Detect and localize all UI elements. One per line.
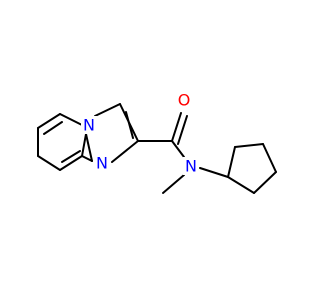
bond	[37, 113, 61, 129]
atom-labels: N N O N	[81, 91, 199, 176]
bond	[227, 176, 255, 194]
bond	[61, 150, 81, 163]
amide-nitrogen-label: N	[185, 157, 197, 176]
bond	[171, 112, 182, 142]
label-background	[81, 116, 97, 134]
bond	[59, 113, 83, 126]
bond	[85, 133, 93, 162]
bond-lines	[37, 103, 277, 194]
bond	[262, 143, 277, 173]
label-background	[176, 91, 192, 109]
molecule-structure: N N O N	[37, 91, 277, 194]
bond	[43, 121, 63, 135]
label-background	[183, 157, 199, 175]
bond	[111, 140, 139, 163]
bond	[81, 133, 87, 157]
bond	[227, 146, 236, 178]
bond	[234, 143, 264, 148]
bond	[81, 155, 93, 162]
label-background	[94, 154, 110, 172]
bond	[162, 174, 185, 194]
imidazole-nitrogen-label: N	[96, 154, 108, 173]
bond	[177, 115, 188, 145]
bond	[59, 155, 83, 171]
bond	[171, 140, 185, 158]
pyridine-nitrogen-label: N	[83, 116, 95, 135]
bond	[37, 155, 61, 171]
bond	[94, 103, 121, 117]
bond	[199, 167, 229, 178]
bond	[125, 111, 134, 139]
bond	[253, 171, 277, 194]
carbonyl-oxygen-label: O	[178, 91, 191, 110]
